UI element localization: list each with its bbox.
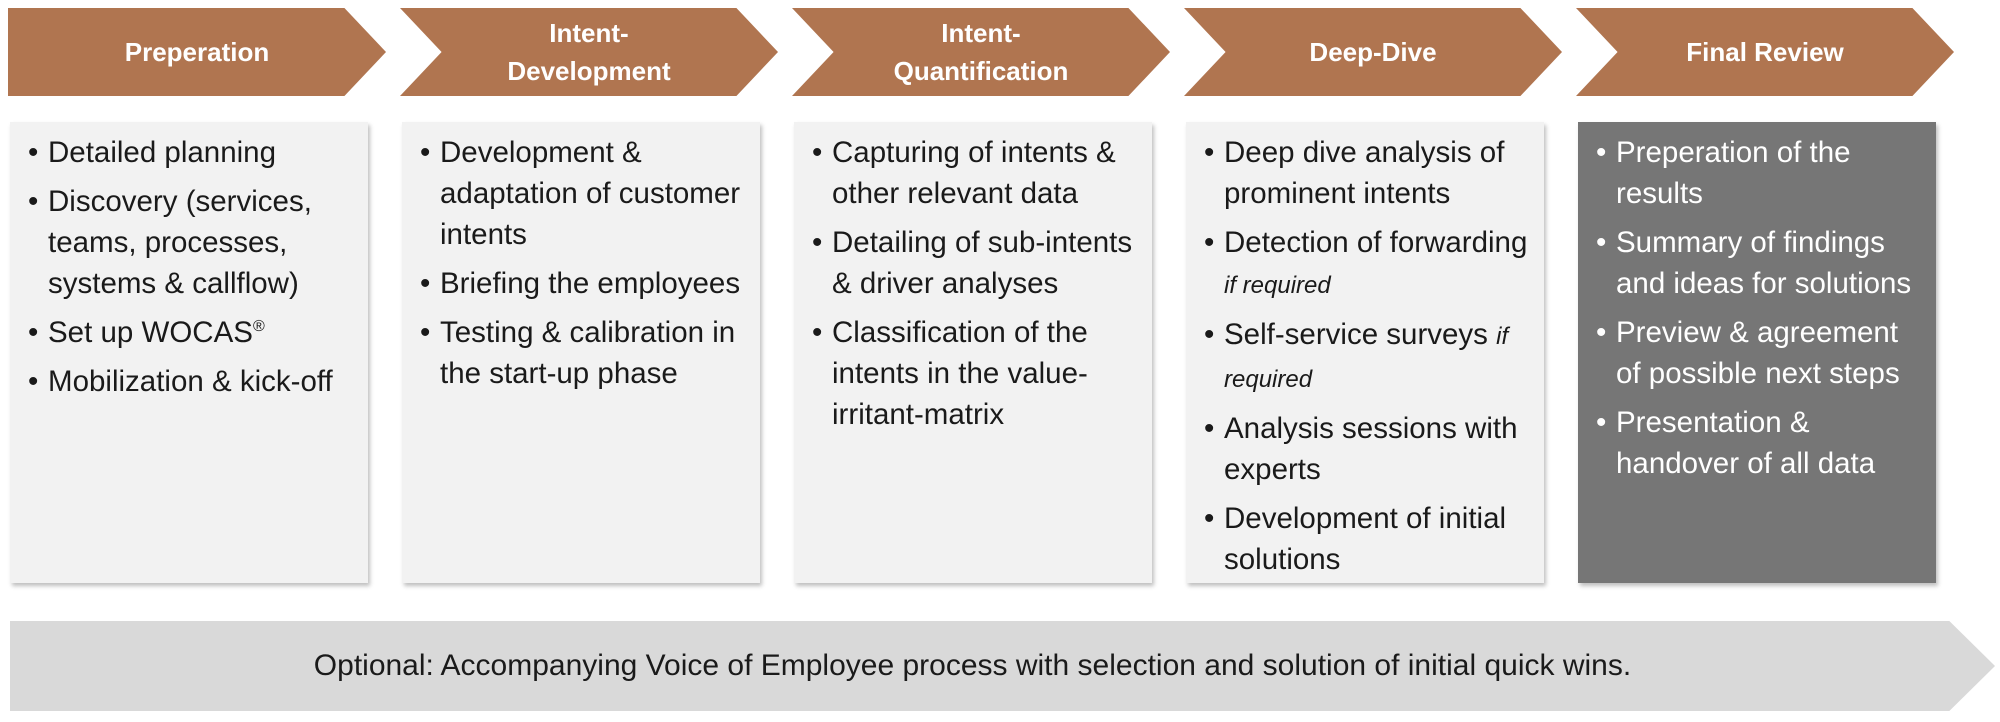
optional-process-arrow: Optional: Accompanying Voice of Employee… [10, 621, 1995, 711]
phase-item-list: • Deep dive analysis of prominent intents… [1204, 132, 1534, 580]
item-text: Preperation of the results [1616, 136, 1851, 210]
item-note: if required [1224, 323, 1509, 393]
list-item: • Summary of findings and ideas for solut… [1596, 222, 1926, 304]
list-item: • Development & adaptation of customer in… [420, 132, 750, 255]
bullet: • [420, 136, 431, 169]
bullet: • [812, 136, 823, 169]
phase-title: Intent-Development [507, 18, 671, 86]
bullet: • [812, 226, 823, 259]
phase-item-list: • Detailed planning • Discovery (services,… [28, 132, 358, 402]
item-text: Detection of forwarding [1224, 226, 1528, 259]
list-item: • Detection of forwarding if required [1204, 222, 1534, 306]
item-text: Self-service surveys [1224, 318, 1488, 351]
bullet: • [28, 365, 39, 398]
list-item: • Testing & calibration in the start-up p… [420, 312, 750, 394]
bullet: • [420, 267, 431, 300]
bullet: • [1204, 502, 1215, 535]
list-item: • Presentation & handover of all data [1596, 402, 1926, 484]
item-text: Testing & calibration in the start-up ph… [440, 316, 736, 390]
item-text: Preview & agreement of possible next ste… [1616, 316, 1900, 390]
list-item: • Analysis sessions with experts [1204, 408, 1534, 490]
phase-box-deep-dive: • Deep dive analysis of prominent intents… [1186, 122, 1544, 583]
item-text: Set up WOCAS [48, 316, 253, 349]
bullet: • [1204, 412, 1215, 445]
list-item: • Detailed planning [28, 132, 358, 173]
phase-header-deep-dive: Deep-Dive [1184, 8, 1562, 96]
bullet: • [1596, 136, 1607, 169]
bullet: • [1596, 316, 1607, 349]
list-item: • Classification of the intents in the va… [812, 312, 1142, 435]
item-text: Summary of findings and ideas for soluti… [1616, 226, 1912, 300]
phase-box-preperation: • Detailed planning • Discovery (services,… [10, 122, 368, 583]
item-text: Briefing the employees [440, 267, 741, 300]
phase-header-final-review: Final Review [1576, 8, 1954, 96]
item-text: Analysis sessions with experts [1224, 412, 1518, 486]
list-item: • Detailing of sub-intents & driver analy… [812, 222, 1142, 304]
bullet: • [28, 136, 39, 169]
list-item: • Preperation of the results [1596, 132, 1926, 214]
phase-box-intent-quantification: • Capturing of intents & other relevant d… [794, 122, 1152, 583]
item-text: Detailed planning [48, 136, 276, 169]
item-text: Classification of the intents in the val… [832, 316, 1088, 431]
list-item: • Deep dive analysis of prominent intents [1204, 132, 1534, 214]
list-item: • Self-service surveys if required [1204, 314, 1534, 400]
list-item: • Set up WOCAS® [28, 312, 358, 353]
bullet: • [1204, 318, 1215, 351]
bullet: • [1204, 226, 1215, 259]
phase-item-list: • Capturing of intents & other relevant d… [812, 132, 1142, 435]
phase-title: Deep-Dive [1309, 37, 1437, 67]
list-item: • Capturing of intents & other relevant d… [812, 132, 1142, 214]
list-item: • Preview & agreement of possible next st… [1596, 312, 1926, 394]
item-text: Deep dive analysis of prominent intents [1224, 136, 1505, 210]
list-item: • Mobilization & kick-off [28, 361, 358, 402]
item-text: Mobilization & kick-off [48, 365, 333, 398]
bullet: • [28, 316, 39, 349]
item-text: Development of initial solutions [1224, 502, 1507, 576]
item-text: Development & adaptation of customer int… [440, 136, 741, 251]
registered-mark: ® [252, 318, 265, 336]
bullet: • [1596, 406, 1607, 439]
list-item: • Development of initial solutions [1204, 498, 1534, 580]
phase-title: Intent-Quantification [893, 18, 1069, 86]
item-text: Presentation & handover of all data [1616, 406, 1876, 480]
bullet: • [28, 185, 39, 218]
phase-title: Preperation [124, 37, 270, 67]
phase-header-intent-quantification: Intent-Quantification [792, 8, 1170, 96]
optional-process-text: Optional: Accompanying Voice of Employee… [313, 649, 1632, 682]
phase-header-intent-development: Intent-Development [400, 8, 778, 96]
phase-box-intent-development: • Development & adaptation of customer in… [402, 122, 760, 583]
bullet: • [420, 316, 431, 349]
item-text: Discovery (services, teams, processes, s… [48, 185, 312, 300]
phase-title: Final Review [1686, 37, 1844, 67]
item-note: if required [1224, 272, 1331, 299]
list-item: • Briefing the employees [420, 263, 750, 304]
phase-box-final-review: • Preperation of the results • Summary of … [1578, 122, 1936, 583]
phase-header-preperation: Preperation [8, 8, 386, 96]
phase-item-list: • Development & adaptation of customer in… [420, 132, 750, 394]
bullet: • [1596, 226, 1607, 259]
list-item: • Discovery (services, teams, processes, … [28, 181, 358, 304]
item-text: Capturing of intents & other relevant da… [832, 136, 1116, 210]
bullet: • [1204, 136, 1215, 169]
bullet: • [812, 316, 823, 349]
item-text: Detailing of sub-intents & driver analys… [832, 226, 1133, 300]
phase-item-list: • Preperation of the results • Summary of … [1596, 132, 1926, 484]
